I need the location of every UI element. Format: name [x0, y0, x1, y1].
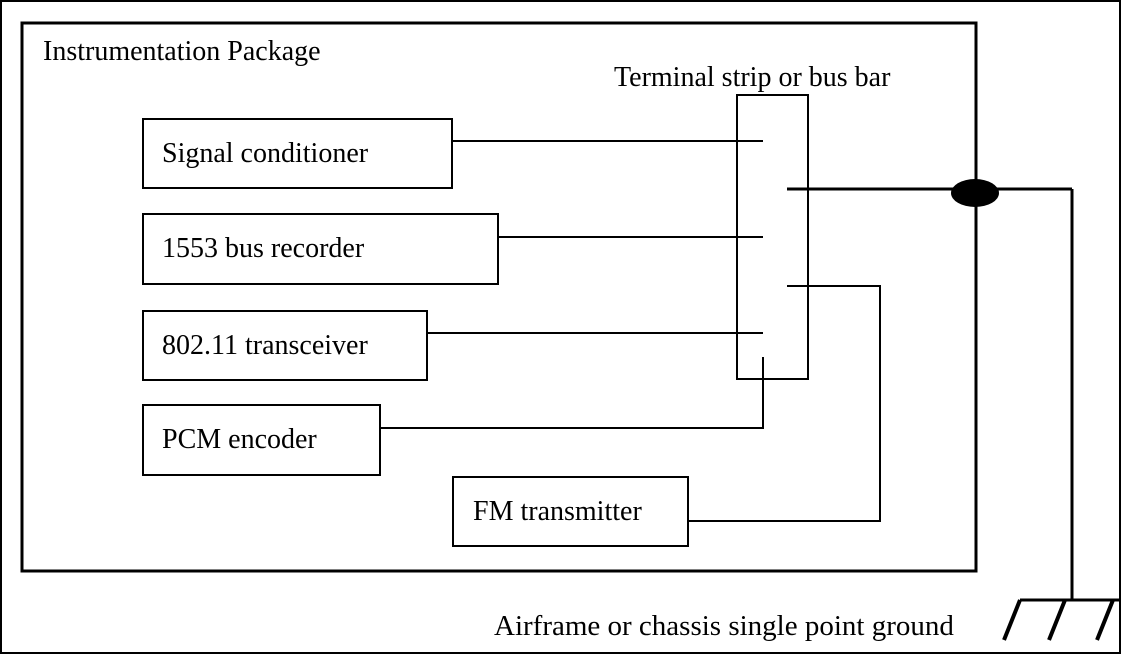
- ground-hatch-2: [1047, 599, 1067, 641]
- package-enclosure: [20, 21, 978, 573]
- 802-11-transceiver-box: 802.11 transceiver: [142, 310, 428, 381]
- pcm-encoder-box: PCM encoder: [142, 404, 381, 476]
- ground-hatch-1: [1002, 599, 1022, 641]
- signal-conditioner-box: Signal conditioner: [142, 118, 453, 189]
- ground-penetration-node: [951, 179, 999, 207]
- wire-pcm-encoder: [380, 357, 764, 429]
- wire-fm-transmitter: [688, 285, 881, 522]
- ground-label: Airframe or chassis single point ground: [494, 610, 954, 642]
- 802-11-transceiver-label: 802.11 transceiver: [162, 329, 368, 361]
- fm-transmitter-box: FM transmitter: [452, 476, 689, 547]
- signal-conditioner-label: Signal conditioner: [162, 137, 369, 169]
- ground-hatch-3: [1095, 599, 1115, 641]
- fm-transmitter-label: FM transmitter: [473, 495, 642, 527]
- 1553-bus-recorder-box: 1553 bus recorder: [142, 213, 499, 285]
- terminal-strip-label: Terminal strip or bus bar: [614, 62, 891, 93]
- 1553-bus-recorder-label: 1553 bus recorder: [162, 233, 365, 264]
- pcm-encoder-label: PCM encoder: [162, 424, 317, 455]
- package-title: Instrumentation Package: [43, 36, 321, 67]
